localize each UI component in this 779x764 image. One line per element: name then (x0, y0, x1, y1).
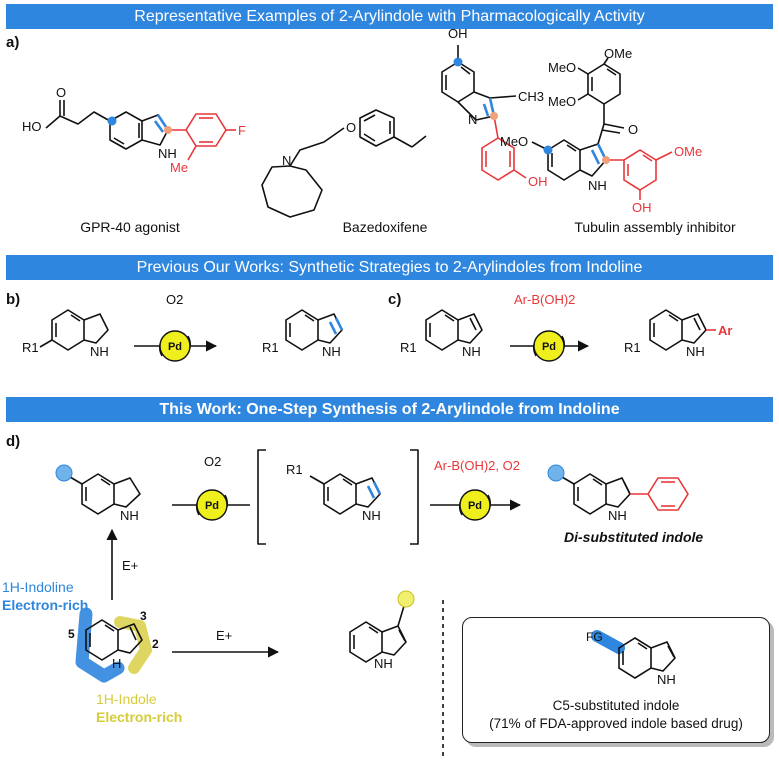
caption-bazedoxifene: Bazedoxifene (342, 219, 428, 235)
atom-o-baz: O (346, 120, 356, 135)
atom-ome-tub: OMe (674, 144, 702, 159)
atom-r1-b2: R1 (262, 340, 279, 355)
atom-r1-c1: R1 (400, 340, 417, 355)
pd-catalyst-b (158, 330, 192, 362)
gpr40-structure (45, 100, 236, 161)
pd-catalyst-c (532, 330, 566, 362)
scheme-d-top (69, 449, 689, 545)
scheme-d-bottom (75, 605, 407, 683)
label-d: d) (6, 433, 21, 450)
atom-oh-tub: OH (632, 200, 652, 215)
product-label: Di-substituted indole (564, 529, 703, 545)
atom-nh-b2: NH (322, 344, 341, 359)
atom-ome-1: OMe (604, 46, 632, 61)
reagent-eplus-right: E+ (216, 628, 232, 643)
reagent-arboh2-o2-d: Ar-B(OH)2, O2 (434, 458, 520, 473)
blue-ball-product (547, 464, 565, 482)
atom-o-gpr: O (56, 85, 66, 100)
pd-label-d2: Pd (468, 500, 482, 512)
bazedoxifene-structure (261, 45, 527, 218)
c5-note-box: FG NH C5-substituted indole (71% of FDA-… (462, 617, 770, 743)
label-c: c) (388, 291, 402, 308)
indoline-rich-label: Electron-rich (2, 597, 88, 613)
position-3: 3 (140, 609, 147, 623)
atom-meo-2: MeO (548, 94, 576, 109)
atom-ar-c: Ar (718, 323, 732, 338)
atom-f-gpr: F (238, 123, 246, 138)
banner-this-work: This Work: One-Step Synthesis of 2-Aryli… (6, 397, 773, 422)
atom-nh-d3: NH (608, 508, 627, 523)
position-5: 5 (68, 627, 75, 641)
yellow-ball-product (397, 590, 415, 608)
blue-ball-start (55, 464, 73, 482)
atom-nh-c2: NH (686, 344, 705, 359)
atom-r1-c2: R1 (624, 340, 641, 355)
pd-catalyst-d1 (195, 489, 229, 521)
pd-catalyst-d2 (458, 489, 492, 521)
pd-label-c: Pd (542, 341, 556, 353)
atom-nh-bottom: NH (374, 656, 393, 671)
atom-nh-note: NH (657, 672, 676, 687)
atom-ho-gpr: HO (22, 119, 42, 134)
position-2: 2 (152, 637, 159, 651)
caption-tubulin: Tubulin assembly inhibitor (574, 219, 736, 235)
atom-nh-tub: NH (588, 178, 607, 193)
atom-meo-3: MeO (500, 134, 528, 149)
atom-fg: FG (586, 630, 603, 644)
atom-nh-d2: NH (362, 508, 381, 523)
tubulin-structure (531, 57, 673, 200)
pd-label-d1: Pd (205, 500, 219, 512)
atom-oh-baz2: OH (528, 174, 548, 189)
indole-rich-label: Electron-rich (96, 709, 182, 725)
c5-indole-structure: FG NH (586, 630, 676, 687)
atom-n-azepane: N (282, 153, 291, 168)
banner-representative-examples: Representative Examples of 2-Arylindole … (6, 4, 773, 29)
indole-label: 1H-Indole (96, 691, 157, 707)
atom-r1-d: R1 (286, 462, 303, 477)
atom-nh-c1: NH (462, 344, 481, 359)
atom-nh-b1: NH (90, 344, 109, 359)
banner-previous-works: Previous Our Works: Synthetic Strategies… (6, 255, 773, 280)
reagent-o2-d: O2 (204, 454, 221, 469)
label-a: a) (6, 34, 20, 51)
atom-nh-bottomleft: H (112, 656, 121, 671)
indoline-label: 1H-Indoline (2, 579, 74, 595)
note-line-1: C5-substituted indole (552, 698, 680, 713)
atom-r1-b1: R1 (22, 340, 39, 355)
atom-o-carbonyl: O (628, 122, 638, 137)
atom-ch3-baz: CH3 (518, 89, 544, 104)
pd-label-b: Pd (168, 341, 182, 353)
reagent-eplus-up: E+ (122, 558, 138, 573)
atom-oh-baz: OH (448, 26, 468, 41)
note-line-2: (71% of FDA-approved indole based drug) (489, 716, 743, 731)
atom-nh-d1: NH (120, 508, 139, 523)
atom-n-baz: N (468, 112, 477, 127)
atom-nh-gpr: NH (158, 146, 177, 161)
label-b: b) (6, 291, 21, 308)
reagent-o2-b: O2 (166, 292, 183, 307)
atom-me-gpr: Me (170, 160, 188, 175)
atom-meo-1: MeO (548, 60, 576, 75)
reagent-arboh2-c: Ar-B(OH)2 (514, 292, 575, 307)
caption-gpr40: GPR-40 agonist (80, 219, 180, 235)
